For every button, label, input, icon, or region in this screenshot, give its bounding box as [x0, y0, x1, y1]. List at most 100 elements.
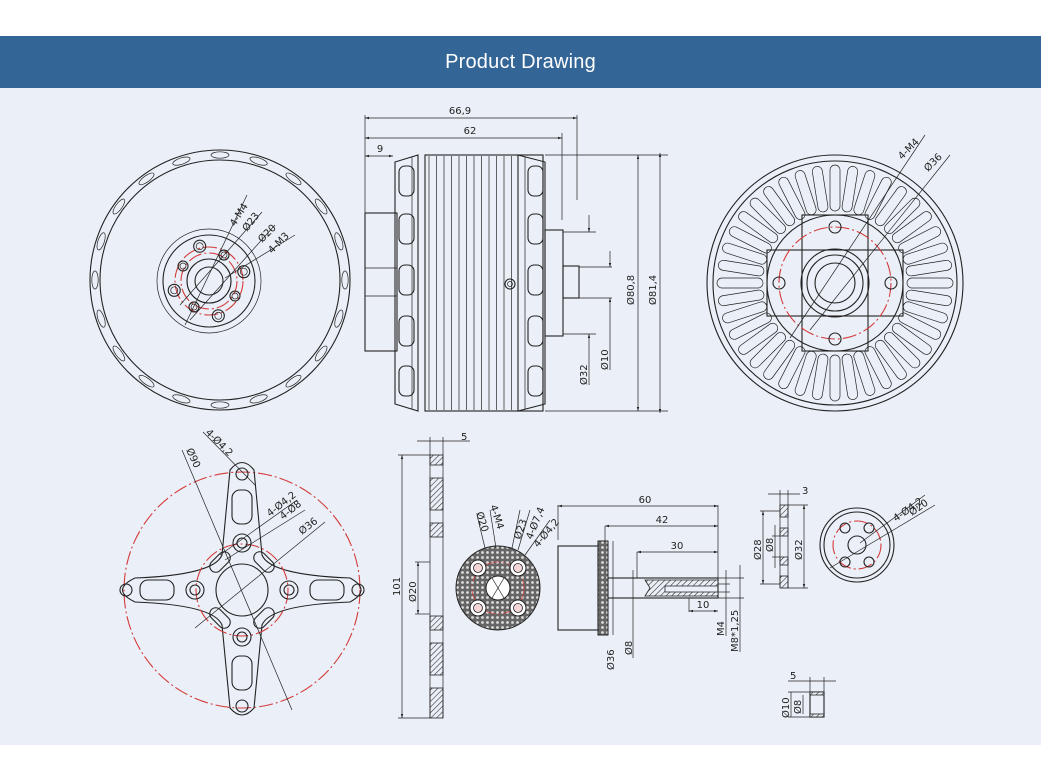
adapter-label-5: 5 — [461, 432, 467, 443]
adapter-label-d20: Ø20 — [407, 581, 419, 602]
vent-window — [527, 264, 544, 296]
rotor-fin — [722, 242, 768, 265]
vent-window — [398, 365, 415, 397]
motor-hole-outer — [232, 627, 252, 647]
rim-slot — [112, 345, 126, 362]
rim-slot — [334, 309, 344, 328]
rim-slot — [210, 151, 230, 159]
mount-hole — [177, 260, 189, 272]
rim-slot — [314, 345, 328, 362]
rotor-fin — [749, 332, 786, 369]
rim-slot — [112, 198, 126, 215]
rotor-fin — [738, 322, 779, 355]
mount-hole-inner — [195, 242, 204, 251]
rotor-fin — [891, 211, 932, 244]
side-label-66-9: 66,9 — [449, 106, 471, 117]
shaft-label-30: 30 — [671, 541, 684, 552]
motor-hole-outer — [185, 580, 205, 600]
side-label-d32: Ø32 — [578, 364, 590, 385]
rear-label-d36: Ø36 — [922, 151, 945, 174]
rim-slot — [172, 156, 191, 166]
shaft-label-m8-1-25: M8*1,25 — [730, 610, 741, 652]
vent-window — [398, 165, 415, 197]
rim-slot — [341, 270, 349, 290]
rotor-fin — [905, 259, 952, 277]
rim-slot — [334, 232, 344, 251]
spacer-label-5: 5 — [790, 671, 796, 682]
adapter-label-101: 101 — [392, 577, 403, 596]
rim-slot — [138, 374, 155, 388]
mount-hole-inner — [231, 292, 239, 300]
rotor-fin — [902, 301, 948, 324]
rotor-fin — [905, 289, 952, 307]
motor-hole-outer — [232, 533, 252, 553]
vent-window — [527, 213, 544, 245]
side-label-d80-8: Ø80,8 — [625, 275, 637, 305]
adapter-hole — [473, 603, 483, 613]
arc-slot — [253, 607, 275, 629]
rotor-fin — [906, 277, 954, 289]
front-view: 4-M4 Ø23 Ø20 4-M3 — [89, 149, 351, 411]
rotor-fin — [794, 350, 817, 396]
mount-hole-inner — [170, 286, 179, 295]
rim-slot — [249, 156, 268, 166]
rotor-fin — [829, 354, 841, 402]
rotor-fin — [716, 277, 764, 289]
rear-view: 4-M4 Ø36 — [706, 134, 964, 412]
xmount-label-4-d4-2-outer: 4-Ø4,2 — [203, 427, 235, 459]
mount-hole — [229, 290, 241, 302]
rim-slot — [172, 394, 191, 404]
shaft-label-m4: M4 — [716, 621, 727, 636]
mount-hole — [193, 239, 207, 253]
face-label-d20: Ø20 — [473, 510, 491, 533]
rim-slot — [285, 172, 302, 186]
rotor-fin — [853, 350, 876, 396]
rotor-fin — [874, 186, 907, 227]
side-label-9: 9 — [377, 144, 383, 155]
shaft-label-42: 42 — [656, 515, 669, 526]
rotor-fin — [902, 242, 948, 265]
rotor-fin — [841, 353, 859, 400]
xmount-label-d36: Ø36 — [296, 515, 320, 537]
mount-hole — [211, 309, 225, 323]
adapter-hole — [513, 563, 523, 573]
side-label-62: 62 — [464, 126, 477, 137]
rotor-fin — [718, 259, 765, 277]
rotor-fin — [884, 332, 921, 369]
spacer-view: 5 Ø10 Ø8 — [780, 671, 836, 718]
rear-label-4-m4: 4-M4 — [896, 137, 921, 162]
section-title: Product Drawing — [445, 50, 596, 73]
rotor-fin — [749, 197, 786, 234]
shaft-label-d36: Ø36 — [605, 649, 617, 670]
mount-hole — [237, 265, 251, 279]
vent-window — [527, 165, 544, 197]
arc-slot — [253, 551, 275, 573]
rim-slot — [285, 374, 302, 388]
rim-slot — [96, 309, 106, 328]
motor-hole — [189, 584, 201, 596]
washer-side-view: 3 Ø28 Ø8 Ø32 — [752, 486, 808, 589]
washer-face-view: 4-Ø4,2 Ø20 — [819, 494, 936, 583]
motor-hole-outer — [279, 580, 299, 600]
rotor-fin — [811, 353, 829, 400]
xmount-label-d90: Ø90 — [183, 446, 203, 470]
shaft-label-10: 10 — [697, 600, 710, 611]
face-label-4-m4: 4-M4 — [487, 504, 505, 531]
rim-slot — [91, 270, 99, 290]
rotor-fin — [794, 170, 817, 216]
x-mount-view: 4-Ø4,2 Ø90 4-Ø4,2 4-Ø8 Ø36 — [119, 427, 365, 716]
vent-window — [527, 315, 544, 347]
rotor-fin — [738, 211, 779, 244]
arm-hole — [235, 699, 249, 713]
mount-hole-inner — [214, 311, 223, 320]
washer-label-d8: Ø8 — [764, 538, 776, 552]
section-header: Product Drawing — [0, 36, 1041, 88]
motor-hole — [283, 584, 295, 596]
mount-hole-inner — [190, 303, 198, 311]
arm-hole — [119, 583, 133, 597]
adapter-hole — [513, 603, 523, 613]
rim-slot — [210, 401, 230, 409]
vent-window — [398, 264, 415, 296]
arc-slot — [209, 551, 231, 573]
vent-window — [527, 365, 544, 397]
